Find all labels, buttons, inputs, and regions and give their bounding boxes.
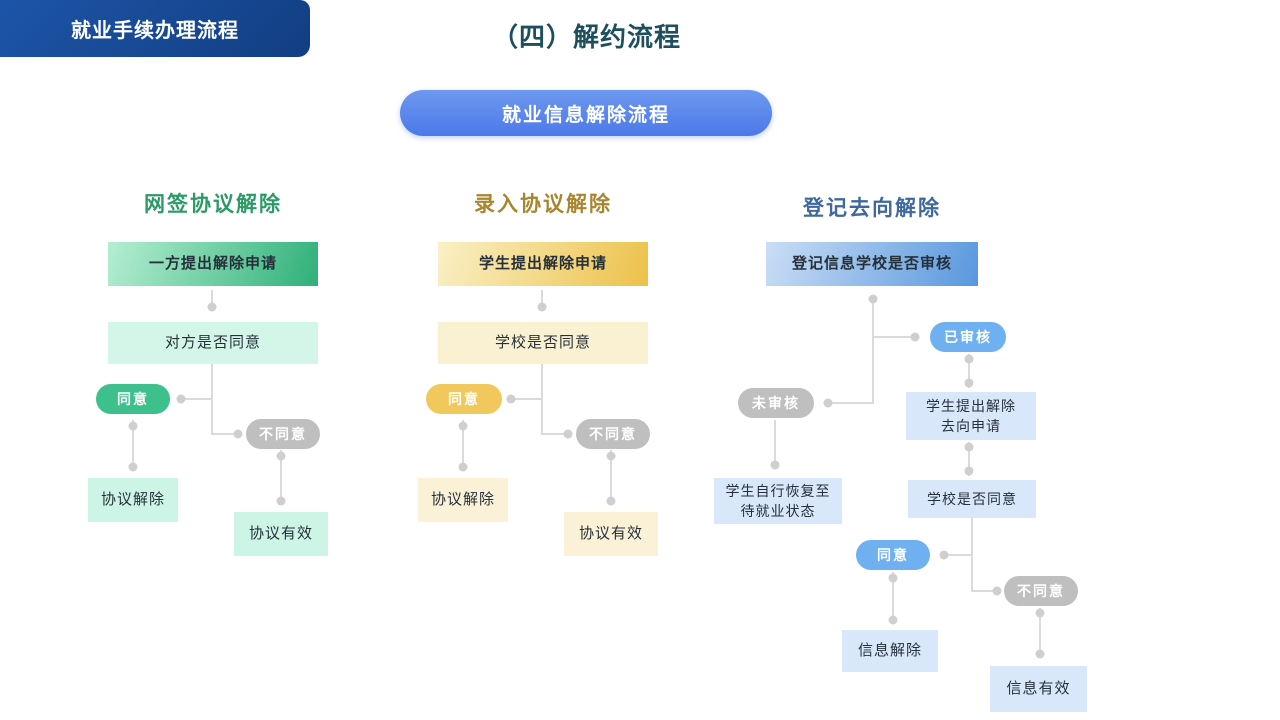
connector-dot bbox=[537, 302, 547, 312]
column3-reviewed-pill: 已审核 bbox=[930, 322, 1006, 352]
connector-line bbox=[181, 398, 212, 400]
connector-dot bbox=[458, 462, 468, 472]
connector-line bbox=[610, 450, 612, 504]
connector-line bbox=[872, 336, 914, 338]
header-ribbon-label: 就业手续办理流程 bbox=[71, 20, 239, 42]
column3-agree-result-box: 信息解除 bbox=[842, 630, 938, 672]
connector-dot bbox=[1035, 608, 1045, 618]
connector-line bbox=[280, 450, 282, 504]
connector-dot bbox=[233, 429, 243, 439]
column2-question-box: 学校是否同意 bbox=[438, 322, 648, 364]
connector-line bbox=[968, 442, 970, 476]
connector-dot bbox=[888, 573, 898, 583]
connector-line bbox=[541, 364, 543, 435]
process-banner: 就业信息解除流程 bbox=[400, 90, 772, 136]
column3-title: 登记去向解除 bbox=[803, 197, 941, 220]
column1-agree-result-box: 协议解除 bbox=[88, 478, 178, 522]
column2-start-box: 学生提出解除申请 bbox=[438, 242, 648, 286]
connector-dot bbox=[563, 429, 573, 439]
connector-dot bbox=[276, 451, 286, 461]
connector-line bbox=[132, 420, 134, 470]
connector-line bbox=[541, 290, 543, 303]
connector-dot bbox=[606, 451, 616, 461]
connector-dot bbox=[128, 421, 138, 431]
column2-disagree-result-box: 协议有效 bbox=[564, 512, 658, 556]
connector-dot bbox=[964, 466, 974, 476]
connector-line bbox=[944, 554, 972, 556]
connector-dot bbox=[606, 496, 616, 506]
connector-dot bbox=[888, 615, 898, 625]
connector-line bbox=[968, 354, 970, 388]
column1-disagree-pill: 不同意 bbox=[246, 419, 320, 449]
connector-dot bbox=[964, 354, 974, 364]
connector-dot bbox=[823, 398, 833, 408]
header-ribbon: 就业手续办理流程 bbox=[0, 0, 310, 57]
connector-dot bbox=[1035, 649, 1045, 659]
connector-line bbox=[774, 420, 776, 464]
column3-auto-restore-box: 学生自行恢复至 待就业状态 bbox=[714, 478, 842, 524]
connector-line bbox=[462, 420, 464, 470]
connector-line bbox=[971, 590, 997, 592]
connector-dot bbox=[770, 460, 780, 470]
column1-agree-pill: 同意 bbox=[96, 384, 170, 414]
connector-dot bbox=[506, 394, 516, 404]
connector-line bbox=[1039, 608, 1041, 658]
connector-line bbox=[830, 402, 874, 404]
connector-line bbox=[971, 518, 973, 592]
column1-start-box: 一方提出解除申请 bbox=[108, 242, 318, 286]
column3-disagree-result-box: 信息有效 bbox=[990, 666, 1087, 712]
column1-disagree-result-box: 协议有效 bbox=[234, 512, 328, 556]
connector-dot bbox=[964, 442, 974, 452]
column3-agree-pill: 同意 bbox=[856, 540, 930, 570]
connector-line bbox=[211, 433, 238, 435]
column1-title: 网签协议解除 bbox=[144, 193, 282, 216]
connector-dot bbox=[276, 496, 286, 506]
connector-line bbox=[892, 572, 894, 624]
column1-question-box: 对方是否同意 bbox=[108, 322, 318, 364]
connector-line bbox=[541, 433, 568, 435]
connector-dot bbox=[458, 421, 468, 431]
connector-line bbox=[511, 398, 542, 400]
connector-dot bbox=[939, 550, 949, 560]
connector-dot bbox=[176, 394, 186, 404]
connector-dot bbox=[964, 378, 974, 388]
column2-agree-pill: 同意 bbox=[426, 384, 502, 414]
connector-dot bbox=[207, 302, 217, 312]
page-title: （四）解约流程 bbox=[492, 22, 682, 52]
connector-line bbox=[872, 303, 874, 403]
column2-title: 录入协议解除 bbox=[474, 193, 612, 216]
column3-request-box: 学生提出解除 去向申请 bbox=[906, 392, 1036, 440]
column2-disagree-pill: 不同意 bbox=[576, 419, 650, 449]
column3-not-reviewed-pill: 未审核 bbox=[738, 388, 814, 418]
column3-disagree-pill: 不同意 bbox=[1004, 576, 1078, 606]
column3-start-box: 登记信息学校是否审核 bbox=[766, 242, 978, 286]
connector-dot bbox=[128, 462, 138, 472]
connector-dot bbox=[992, 586, 1002, 596]
process-banner-label: 就业信息解除流程 bbox=[501, 104, 670, 126]
connector-dot bbox=[868, 294, 878, 304]
connector-line bbox=[211, 364, 213, 435]
column2-agree-result-box: 协议解除 bbox=[418, 478, 508, 522]
connector-line bbox=[211, 290, 213, 303]
connector-dot bbox=[910, 332, 920, 342]
column3-question-box: 学校是否同意 bbox=[908, 480, 1036, 518]
